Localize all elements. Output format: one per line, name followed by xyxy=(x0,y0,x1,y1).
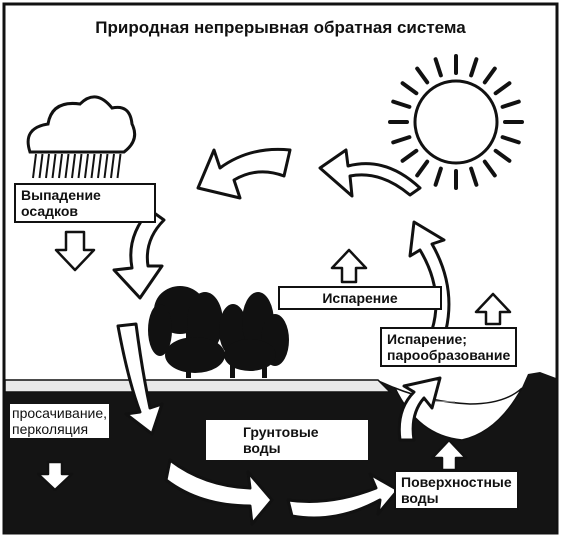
sun-ray xyxy=(415,159,430,178)
sun-icon xyxy=(388,54,524,190)
sun-ray xyxy=(433,57,443,78)
rain-streak xyxy=(58,153,63,179)
rain-streak xyxy=(110,153,115,179)
label-surface-water-line1: Поверхностные xyxy=(401,474,512,490)
label-groundwater-line1: Грунтовые xyxy=(243,424,319,440)
label-percolation-line1: просачивание, xyxy=(12,405,108,421)
rain-streak xyxy=(90,153,96,179)
sun-ray xyxy=(433,166,443,187)
rain-streak xyxy=(51,153,57,179)
rain-streak xyxy=(116,153,122,179)
sun-ray xyxy=(400,81,419,96)
sun-ray xyxy=(482,159,497,178)
label-evaporation: Испарение xyxy=(278,286,442,311)
rain-streak xyxy=(32,153,37,179)
label-surface-water: Поверхностные воды xyxy=(394,470,519,511)
rain-streak xyxy=(97,153,102,179)
flow-arrow-icon xyxy=(112,147,451,526)
rain-streak xyxy=(71,153,76,179)
label-percolation: просачивание, перколяция xyxy=(10,404,110,439)
rain-streak xyxy=(103,153,109,179)
tree-icon xyxy=(148,286,289,378)
sun-ray xyxy=(493,81,512,96)
block-arrow-icon xyxy=(36,230,512,492)
rain-streak xyxy=(84,153,89,179)
sun-ray xyxy=(500,135,521,145)
sun-ray xyxy=(482,66,497,85)
sun-ray xyxy=(469,166,479,187)
label-percolation-line2: перколяция xyxy=(12,421,89,438)
sun-ray xyxy=(415,66,430,85)
label-evapotranspiration: Испарение; парообразование xyxy=(380,327,518,368)
sun-ray xyxy=(391,99,412,109)
label-precipitation: Выпадение осадков xyxy=(14,183,156,224)
label-groundwater-line2: воды xyxy=(243,440,281,457)
diagram-title: Природная непрерывная обратная система xyxy=(95,18,466,37)
soil-surface xyxy=(4,379,392,393)
sun-ray xyxy=(493,148,512,163)
rain-streak xyxy=(45,153,50,179)
label-groundwater: Грунтовые воды xyxy=(206,420,368,461)
label-evapotranspiration-line2: парообразование xyxy=(387,347,511,364)
sun-ray xyxy=(469,57,479,78)
label-surface-water-line2: воды xyxy=(401,490,439,507)
sun-ray xyxy=(400,148,419,163)
rain-cloud-icon xyxy=(26,95,137,179)
sun-ray xyxy=(391,135,412,145)
label-precipitation-line2: осадков xyxy=(21,203,78,220)
sun-ray xyxy=(500,99,521,109)
rain-streak xyxy=(38,153,44,179)
label-evapotranspiration-line1: Испарение; xyxy=(387,331,467,347)
rain-streak xyxy=(77,153,83,179)
rain-streak xyxy=(64,153,70,179)
label-precipitation-line1: Выпадение xyxy=(21,187,101,203)
